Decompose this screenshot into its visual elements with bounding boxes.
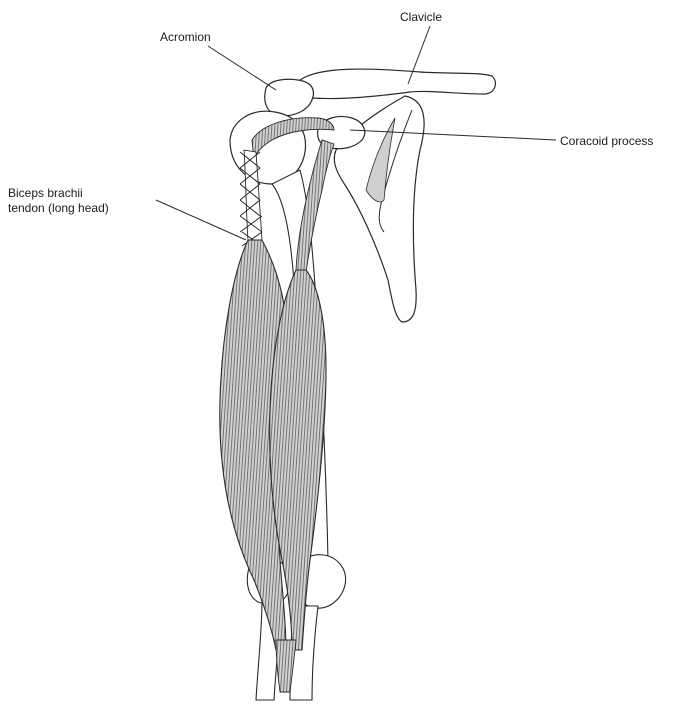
- leader-acromion: [208, 46, 276, 90]
- clavicle-bone: [298, 69, 496, 98]
- label-clavicle: Clavicle: [400, 10, 442, 25]
- label-acromion: Acromion: [160, 30, 211, 45]
- label-coracoid-process: Coracoid process: [560, 134, 653, 149]
- leader-biceps-tendon: [156, 200, 246, 240]
- label-biceps-line-2: tendon (long head): [8, 201, 109, 216]
- label-biceps-brachii-tendon: Biceps brachii tendon (long head): [8, 186, 109, 216]
- label-biceps-line-1: Biceps brachii: [8, 186, 109, 201]
- acromion-bone: [265, 79, 314, 116]
